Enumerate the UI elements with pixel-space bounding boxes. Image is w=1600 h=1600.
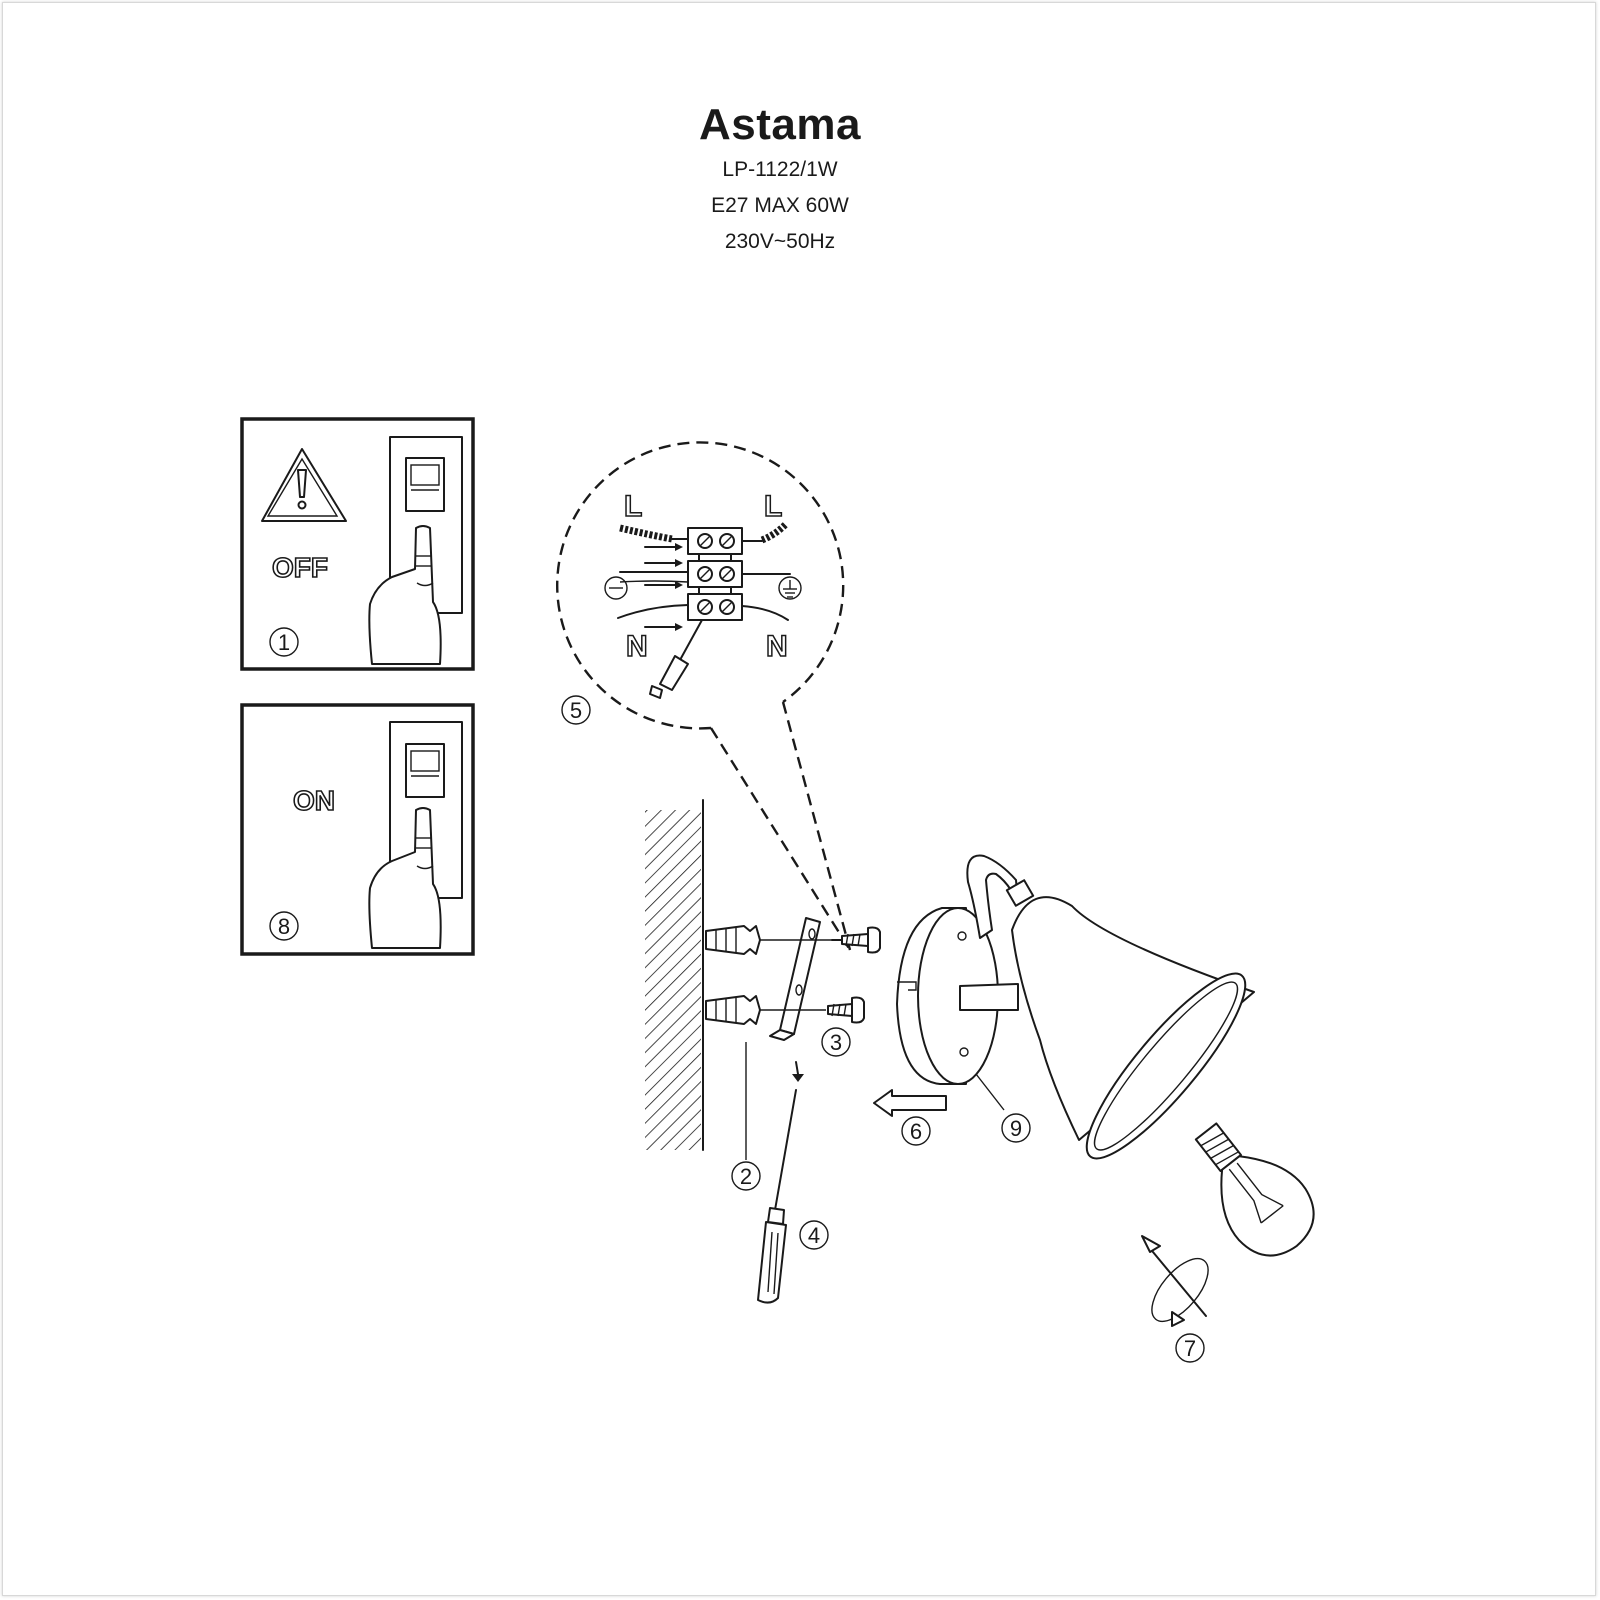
brand-title: Astama <box>699 100 861 149</box>
mounting-bracket <box>769 917 821 1041</box>
small-screwdriver-icon <box>649 619 703 699</box>
wall-plug <box>705 925 761 955</box>
light-bulb-icon <box>1194 1122 1315 1257</box>
step-2-marker: 2 <box>731 1161 761 1191</box>
svg-text:7: 7 <box>1184 1336 1196 1361</box>
wire-label-live: L <box>764 490 782 523</box>
wall-section <box>645 799 704 1151</box>
lamp-hook <box>966 854 1019 939</box>
off-label: OFF <box>272 552 328 583</box>
svg-text:5: 5 <box>570 698 582 723</box>
step-4-marker: 4 <box>799 1220 829 1250</box>
hand-pressing-icon <box>368 807 442 949</box>
neutral-wires <box>617 604 789 621</box>
svg-text:2: 2 <box>740 1164 752 1189</box>
step-7-marker: 7 <box>1175 1333 1205 1363</box>
svg-text:3: 3 <box>830 1030 842 1055</box>
screw <box>760 996 865 1024</box>
mount-arrow-icon <box>873 1089 947 1117</box>
wire-label-live: L <box>624 490 642 523</box>
switch-on-panel: ON 8 <box>240 703 475 956</box>
callout-bubble <box>556 441 845 730</box>
screw <box>760 926 881 954</box>
step-5-marker: 5 <box>561 695 591 725</box>
earth-symbol-icon <box>604 576 628 600</box>
lamp-shade <box>1011 896 1255 1160</box>
earth-symbol-icon <box>778 576 802 600</box>
on-label: ON <box>293 785 335 816</box>
wiring-callout: L L N N 5 <box>556 441 852 951</box>
step-3-marker: 3 <box>821 1027 851 1057</box>
lamp-stem <box>959 983 1019 1011</box>
svg-text:6: 6 <box>910 1119 922 1144</box>
step-6-marker: 6 <box>901 1116 931 1146</box>
switch-off-panel: OFF 1 <box>240 417 475 671</box>
step-9-marker: 9 <box>1001 1113 1031 1143</box>
hand-pressing-icon <box>368 525 442 665</box>
lamp-fixture <box>896 854 1255 1160</box>
callout-leader <box>781 701 852 951</box>
svg-text:1: 1 <box>278 630 290 655</box>
svg-text:4: 4 <box>808 1223 820 1248</box>
wire-label-neutral: N <box>626 630 648 663</box>
step-1-marker: 1 <box>269 627 299 657</box>
svg-text:9: 9 <box>1010 1116 1022 1141</box>
warning-icon <box>261 448 347 522</box>
lamp-backplate <box>896 907 999 1085</box>
step-8-marker: 8 <box>269 911 299 941</box>
model-number: LP-1122/1W <box>722 158 838 181</box>
product-header: Astama LP-1122/1W E27 MAX 60W 230V~50Hz <box>580 98 980 260</box>
step-9-leader <box>975 1073 1005 1111</box>
wire-label-neutral: N <box>766 630 788 663</box>
bulb-spec: E27 MAX 60W <box>711 194 849 217</box>
svg-text:8: 8 <box>278 914 290 939</box>
wall-plug <box>705 995 761 1025</box>
terminal-screws <box>697 533 735 615</box>
live-wires <box>619 521 789 544</box>
callout-leader <box>709 727 852 951</box>
rotate-arrow-icon <box>1141 1235 1209 1327</box>
wire-arrows <box>644 543 683 631</box>
earth-wires <box>619 571 791 583</box>
screwdriver-icon <box>757 1061 804 1304</box>
terminal-block <box>687 527 743 621</box>
power-spec: 230V~50Hz <box>724 230 836 253</box>
